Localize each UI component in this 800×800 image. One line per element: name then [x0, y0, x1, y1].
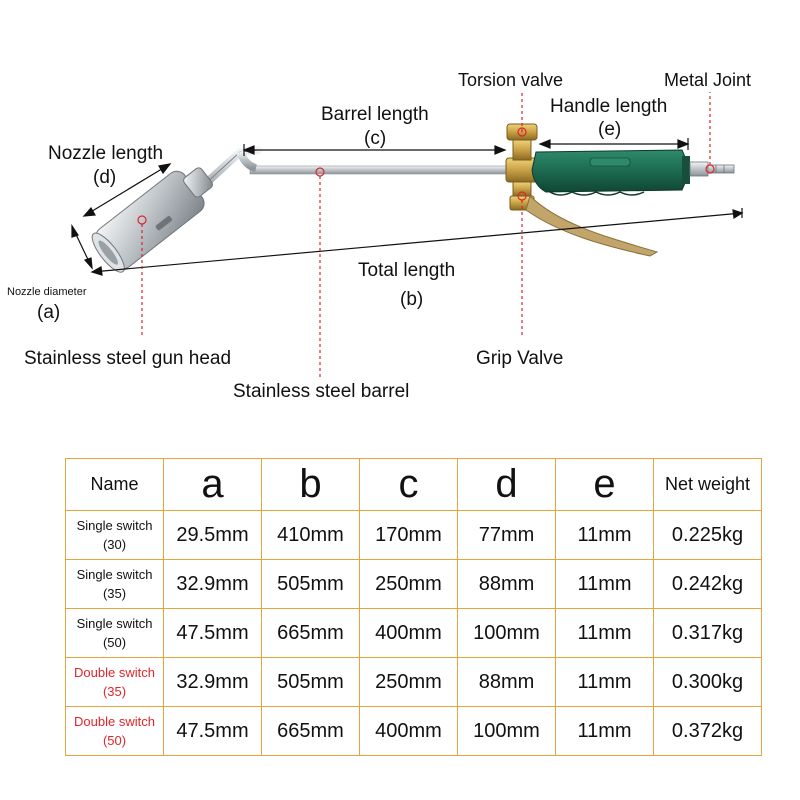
value-e: 11mm	[555, 608, 654, 658]
model-size: (50)	[102, 733, 127, 748]
value-b: 665mm	[261, 608, 360, 658]
table-row: Double switch (50) 47.5mm 665mm 400mm 100…	[65, 706, 762, 756]
gun-head-label: Stainless steel gun head	[24, 348, 232, 369]
value-weight: 0.242kg	[653, 559, 762, 609]
table-row: Single switch (35) 32.9mm 505mm 250mm 88m…	[65, 559, 762, 609]
model-size: (50)	[102, 635, 127, 650]
model-name: Double switch	[74, 714, 155, 729]
model-size: (35)	[102, 684, 127, 699]
value-b: 505mm	[261, 657, 360, 707]
model-name: Single switch	[76, 616, 153, 631]
barrel-length-var: (c)	[364, 128, 387, 149]
model-name-cell: Single switch (30)	[65, 510, 164, 560]
value-e: 11mm	[555, 510, 654, 560]
torch-diagram	[71, 92, 744, 378]
barrel-length-label: Barrel length	[321, 104, 429, 125]
value-e: 11mm	[555, 559, 654, 609]
value-c: 250mm	[359, 657, 458, 707]
value-d: 100mm	[457, 608, 556, 658]
value-c: 170mm	[359, 510, 458, 560]
total-length-var: (b)	[400, 289, 424, 310]
nozzle-length-var: (d)	[93, 167, 117, 188]
value-e: 11mm	[555, 657, 654, 707]
header-name: Name	[65, 458, 164, 511]
header-c: c	[359, 458, 458, 511]
grip-lever	[525, 195, 659, 257]
value-weight: 0.225kg	[653, 510, 762, 560]
value-b: 410mm	[261, 510, 360, 560]
model-name-cell: Double switch (35)	[65, 657, 164, 707]
table-header-row: Name a b c d e Net weight	[65, 458, 762, 511]
nozzle-diameter-label: Nozzle diameter	[7, 286, 87, 298]
nozzle-diameter-var: (a)	[37, 302, 61, 323]
metal-joint-label: Metal Joint	[664, 70, 752, 90]
table-row: Double switch (35) 32.9mm 505mm 250mm 88m…	[65, 657, 762, 707]
value-a: 32.9mm	[163, 657, 262, 707]
value-d: 77mm	[457, 510, 556, 560]
value-d: 100mm	[457, 706, 556, 756]
model-name: Single switch	[76, 567, 153, 582]
stainless-barrel	[188, 146, 513, 200]
barrel-label: Stainless steel barrel	[233, 381, 410, 402]
metal-joint	[689, 161, 735, 177]
dimension-lines	[71, 138, 744, 276]
value-d: 88mm	[457, 657, 556, 707]
spec-table: Name a b c d e Net weight Single switch (…	[65, 458, 762, 756]
model-name: Single switch	[76, 518, 153, 533]
value-a: 47.5mm	[163, 706, 262, 756]
handle-length-var: (e)	[598, 119, 622, 140]
header-b: b	[261, 458, 360, 511]
model-name-cell: Single switch (50)	[65, 608, 164, 658]
value-a: 29.5mm	[163, 510, 262, 560]
model-size: (30)	[102, 537, 127, 552]
value-a: 47.5mm	[163, 608, 262, 658]
handle-length-label: Handle length	[550, 96, 668, 117]
value-b: 505mm	[261, 559, 360, 609]
gun-head	[91, 167, 214, 273]
nozzle-length-label: Nozzle length	[48, 143, 164, 164]
header-e: e	[555, 458, 654, 511]
total-length-label: Total length	[358, 260, 456, 281]
table-row: Single switch (30) 29.5mm 410mm 170mm 77m…	[65, 510, 762, 560]
model-size: (35)	[102, 586, 127, 601]
header-net-weight: Net weight	[653, 458, 762, 511]
green-handle	[531, 149, 690, 196]
value-c: 250mm	[359, 559, 458, 609]
value-d: 88mm	[457, 559, 556, 609]
table-row: Single switch (50) 47.5mm 665mm 400mm 100…	[65, 608, 762, 658]
value-e: 11mm	[555, 706, 654, 756]
callout-leaders	[137, 92, 715, 378]
model-name-cell: Single switch (35)	[65, 559, 164, 609]
value-c: 400mm	[359, 706, 458, 756]
header-d: d	[457, 458, 556, 511]
value-weight: 0.317kg	[653, 608, 762, 658]
value-c: 400mm	[359, 608, 458, 658]
torsion-valve-label: Torsion valve	[458, 70, 564, 90]
grip-valve-label: Grip Valve	[476, 348, 564, 369]
model-name: Double switch	[74, 665, 155, 680]
value-a: 32.9mm	[163, 559, 262, 609]
header-a: a	[163, 458, 262, 511]
value-weight: 0.300kg	[653, 657, 762, 707]
model-name-cell: Double switch (50)	[65, 706, 164, 756]
value-b: 665mm	[261, 706, 360, 756]
value-weight: 0.372kg	[653, 706, 762, 756]
